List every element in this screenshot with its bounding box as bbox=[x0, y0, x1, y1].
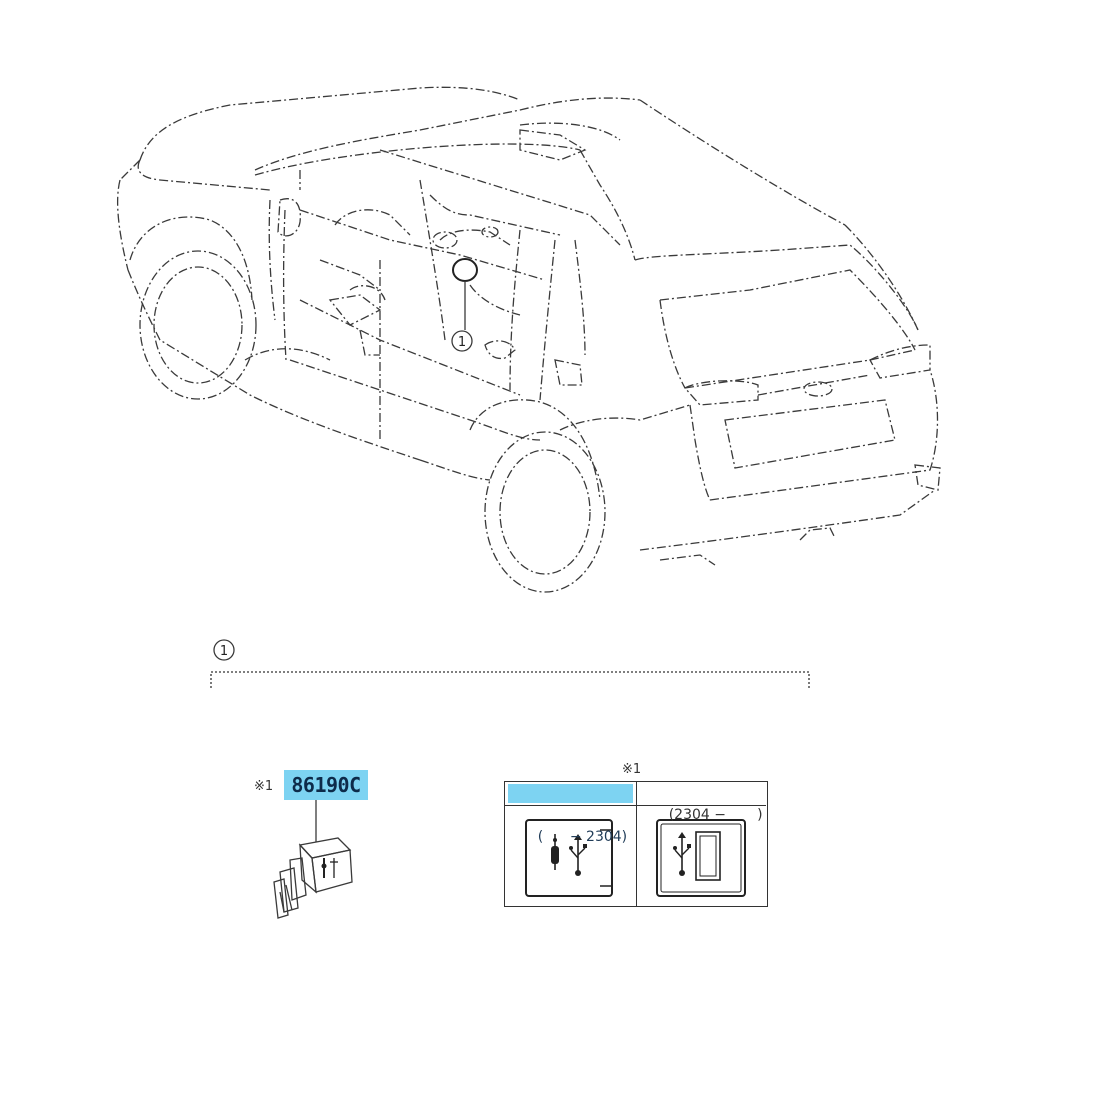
variant-range-early: ( − 2304) bbox=[537, 829, 628, 845]
usb-port-socket-icon bbox=[656, 819, 746, 897]
vehicle-outline bbox=[116, 86, 941, 593]
variant-header-late: (2304 − ) bbox=[636, 782, 766, 823]
vehicle-callout-1[interactable]: 1 bbox=[451, 330, 473, 352]
part-ref-mark: ※1 bbox=[254, 779, 274, 794]
variant-column-early[interactable]: ( − 2304) bbox=[505, 782, 637, 906]
variant-column-late[interactable]: (2304 − ) bbox=[636, 782, 766, 906]
usb-aux-socket-icon bbox=[525, 819, 613, 897]
variant-ref-mark: ※1 bbox=[622, 762, 642, 777]
variant-header-early: ( − 2304) bbox=[505, 782, 636, 845]
part-number-86190c[interactable]: 86190C bbox=[284, 770, 368, 800]
variant-range-late: (2304 − ) bbox=[668, 807, 763, 823]
usb-module-part bbox=[273, 800, 353, 919]
group-bracket: 1 bbox=[210, 639, 810, 688]
variant-body-early bbox=[505, 806, 636, 906]
variant-body-late bbox=[636, 806, 766, 906]
group-callout-1-label: 1 bbox=[220, 644, 228, 659]
vehicle-callout-1-label: 1 bbox=[458, 335, 466, 350]
variant-table: ( − 2304) (2304 − ) bbox=[504, 781, 768, 907]
usb-location-marker bbox=[452, 258, 478, 330]
